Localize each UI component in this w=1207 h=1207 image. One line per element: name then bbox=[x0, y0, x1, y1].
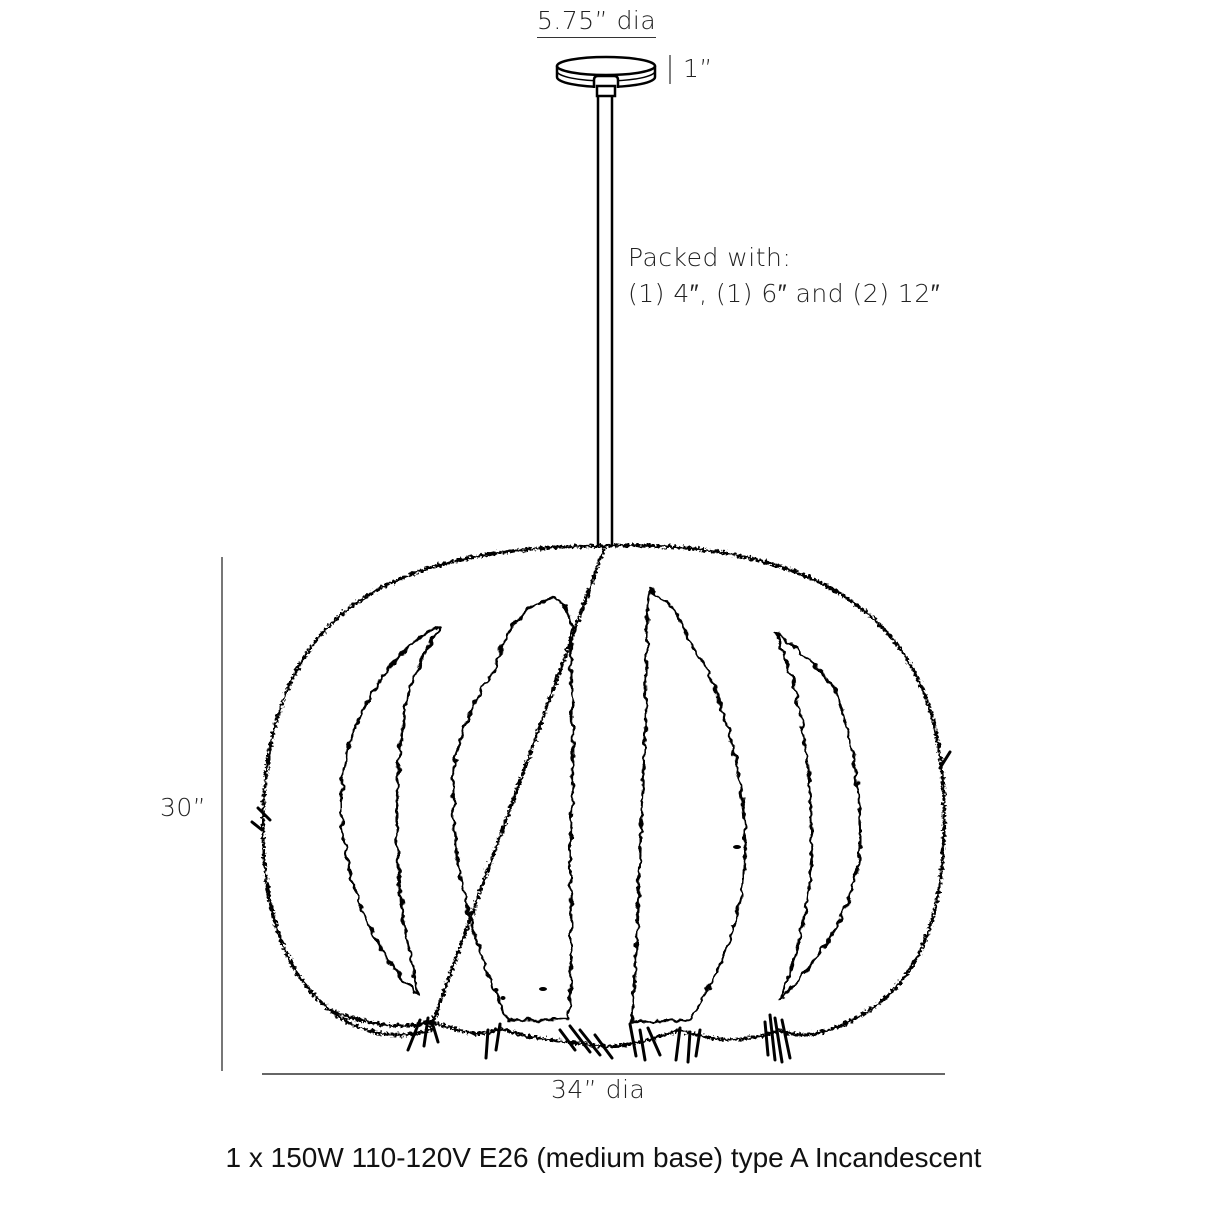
cutout-far-left bbox=[339, 626, 442, 997]
canopy-height-label: 1” bbox=[683, 54, 713, 83]
shade-cutouts bbox=[339, 588, 862, 1024]
packed-with-detail: (1) 4″, (1) 6″ and (2) 12″ bbox=[628, 279, 941, 308]
cutout-left-center bbox=[451, 596, 575, 1022]
shade-diameter-label: 34” dia bbox=[551, 1075, 646, 1104]
bulb-spec: 1 x 150W 110-120V E26 (medium base) type… bbox=[225, 1142, 982, 1173]
canopy bbox=[555, 55, 657, 98]
downrod bbox=[596, 96, 614, 546]
packed-with-title: Packed with: bbox=[628, 243, 792, 272]
cutout-right-center bbox=[630, 588, 747, 1024]
shade-outline bbox=[250, 544, 952, 1064]
shade-height-label: 30” bbox=[160, 793, 207, 822]
canopy-diameter-label: 5.75” dia bbox=[537, 6, 657, 38]
cutout-far-right bbox=[773, 630, 862, 1002]
packed-with-note: Packed with: (1) 4″, (1) 6″ and (2) 12″ bbox=[628, 240, 940, 312]
